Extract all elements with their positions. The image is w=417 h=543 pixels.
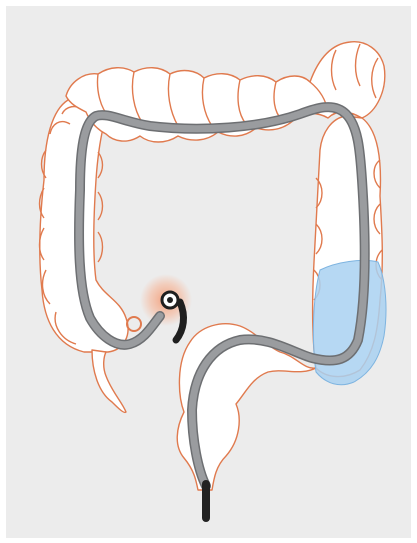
scope-ring [127,317,141,331]
appendix [92,350,126,412]
scope-tip-icon [162,292,178,308]
highlight-region [313,260,386,384]
